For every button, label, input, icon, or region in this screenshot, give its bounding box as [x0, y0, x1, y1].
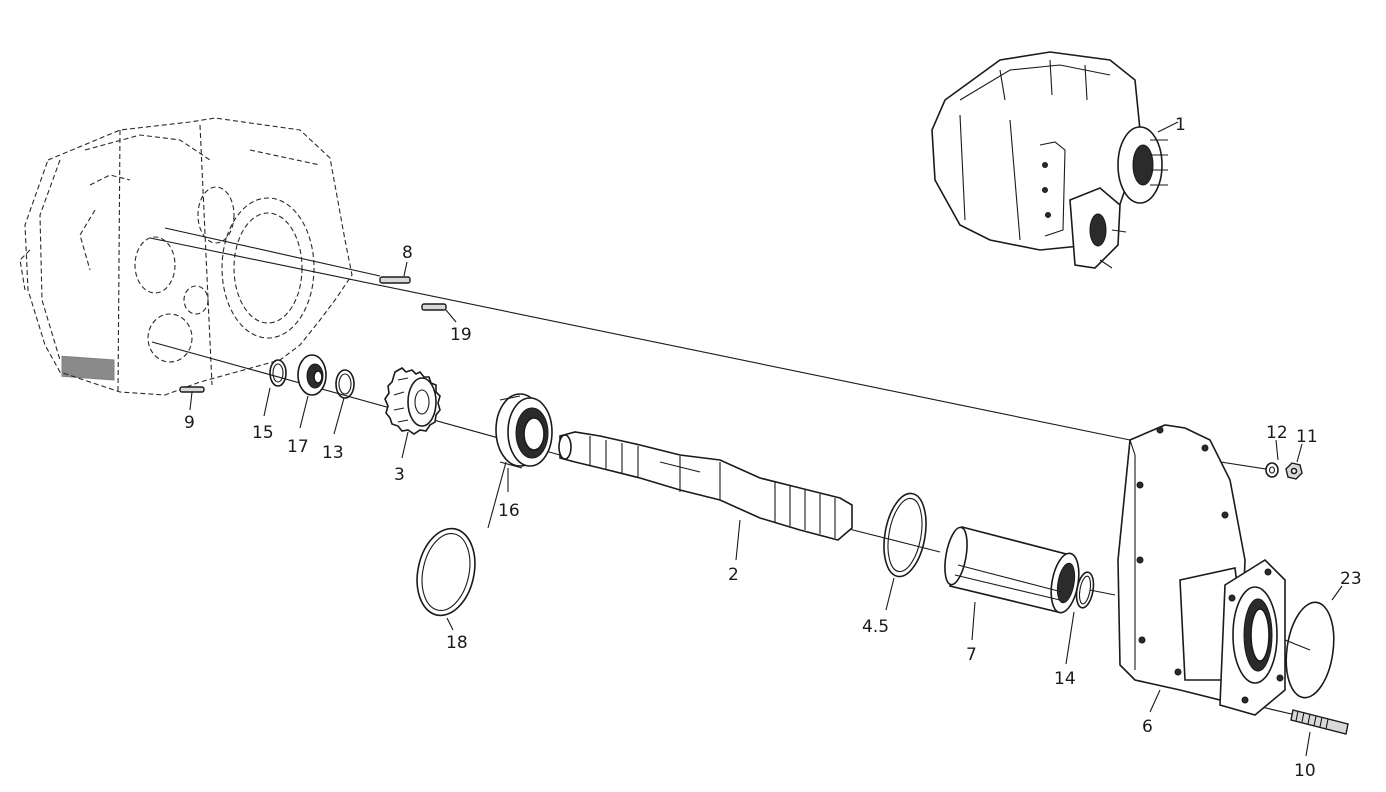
label-part-15: 15 — [252, 423, 274, 443]
circlip-part-18 — [416, 527, 476, 617]
label-part-14: 14 — [1054, 669, 1076, 689]
sleeve-part-7 — [944, 526, 1080, 614]
label-part-11: 11 — [1296, 427, 1318, 447]
label-part-4-5: 4.5 — [862, 617, 889, 637]
snap-ring-part-13 — [335, 369, 355, 399]
o-ring-part-23 — [1285, 601, 1335, 699]
output-shaft-part-2 — [558, 431, 853, 541]
label-part-6: 6 — [1142, 717, 1153, 737]
ball-bearing-part-16 — [495, 393, 553, 469]
label-part-8: 8 — [402, 243, 413, 263]
label-part-19: 19 — [450, 325, 472, 345]
label-part-23: 23 — [1340, 569, 1362, 589]
gearbox-assembly-part-1 — [931, 51, 1179, 269]
label-part-18: 18 — [446, 633, 468, 653]
label-part-3: 3 — [394, 465, 405, 485]
label-part-17: 17 — [287, 437, 309, 457]
label-part-2: 2 — [728, 565, 739, 585]
rear-cover-part-6 — [1117, 424, 1286, 716]
label-part-7: 7 — [966, 645, 977, 665]
gear-part-3 — [384, 367, 441, 435]
label-part-10: 10 — [1294, 761, 1316, 781]
pin-part-9 — [179, 386, 205, 393]
label-part-9: 9 — [184, 413, 195, 433]
circlip-part-14 — [1075, 571, 1095, 609]
washer-part-12 — [1265, 462, 1279, 478]
part-labels: 1 8 19 9 15 17 13 3 16 18 2 4.5 7 14 6 1… — [184, 115, 1362, 781]
leader-lines — [189, 261, 1343, 757]
gearbox-housing-outline — [19, 117, 353, 396]
label-part-16: 16 — [498, 501, 520, 521]
pin-part-19 — [421, 303, 447, 311]
label-part-12: 12 — [1266, 423, 1288, 443]
label-part-1: 1 — [1175, 115, 1186, 135]
label-part-13: 13 — [322, 443, 344, 463]
stud-part-10 — [1290, 709, 1349, 735]
bearing-part-17 — [297, 354, 327, 396]
pin-part-8 — [379, 276, 411, 284]
nut-part-11 — [1285, 462, 1303, 480]
snap-ring-part-15 — [269, 359, 287, 387]
shim-part-4-5 — [883, 492, 927, 578]
